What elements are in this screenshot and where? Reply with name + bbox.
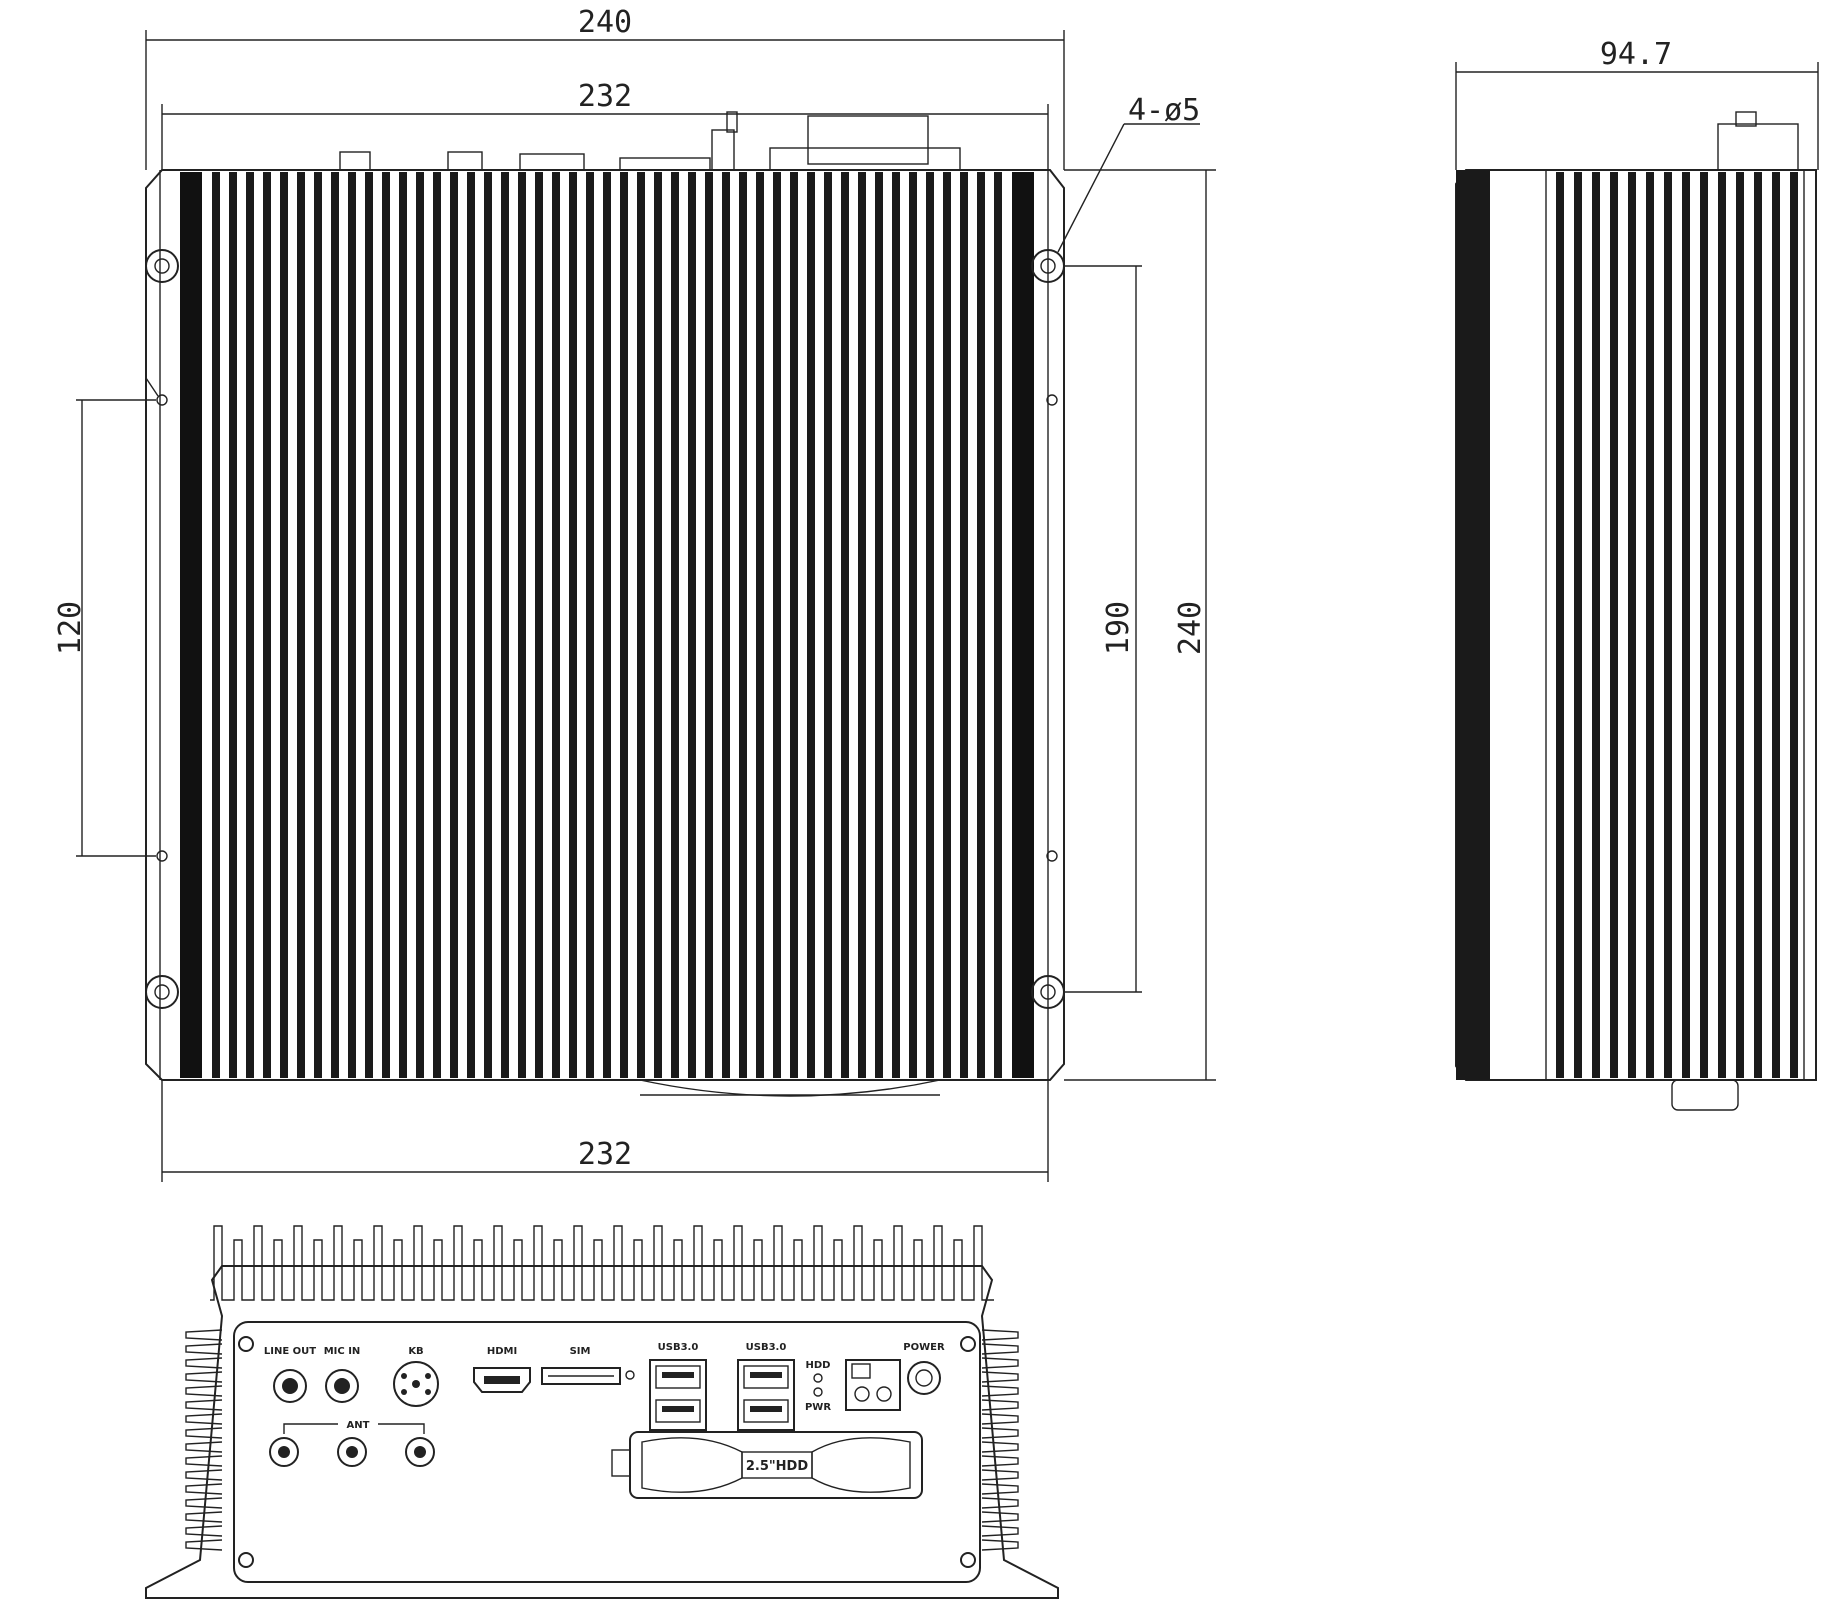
label-line-out: LINE OUT (264, 1346, 316, 1357)
label-kb: KB (408, 1346, 423, 1357)
mounting-hole (145, 249, 179, 283)
mic-in-jack (325, 1369, 359, 1403)
dim-bottom-width: 232 (578, 1137, 632, 1172)
front-view (145, 1225, 1059, 1599)
label-hdd-led: HDD (806, 1360, 831, 1371)
side-view (1455, 62, 1819, 1111)
front-view-housing (145, 1265, 1059, 1599)
label-usb-2: USB3.0 (746, 1342, 787, 1353)
dim-top-width-inner: 232 (578, 79, 632, 114)
front-panel (233, 1321, 981, 1583)
side-fins (1556, 172, 1798, 1078)
dim-right-hole-spacing: 190 (1101, 601, 1136, 655)
antenna-connector (337, 1437, 367, 1467)
front-left-fins (185, 1329, 223, 1551)
terminal-block (807, 115, 929, 165)
panel-screw (960, 1336, 976, 1352)
label-mic-in: MIC IN (324, 1346, 361, 1357)
dim-top-width-outer: 240 (578, 5, 632, 40)
dim-left-hole-spacing: 120 (53, 601, 88, 655)
heatsink-fins (180, 172, 1034, 1078)
power-button[interactable] (907, 1361, 941, 1395)
dimension-lines (76, 30, 1216, 1182)
label-sim: SIM (570, 1346, 591, 1357)
panel-screw (238, 1552, 254, 1568)
hdmi-port (473, 1367, 531, 1393)
dim-overall-height: 240 (1173, 601, 1208, 655)
label-ant: ANT (347, 1420, 370, 1431)
hdd-led (813, 1373, 823, 1383)
panel-screw (960, 1552, 976, 1568)
antenna-connector (711, 129, 735, 171)
sim-slot (541, 1367, 621, 1385)
line-out-jack (273, 1369, 307, 1403)
top-view (145, 111, 1065, 1097)
front-top-fins (210, 1225, 994, 1301)
side-fin-block (1456, 170, 1490, 1080)
front-right-fins (981, 1329, 1019, 1551)
usb3-port-stack-1 (649, 1359, 707, 1431)
pwr-led (813, 1387, 823, 1397)
kb-ps2-port (393, 1361, 439, 1407)
panel-screw (238, 1336, 254, 1352)
top-view-outline (145, 169, 1065, 1081)
antenna-connector (405, 1437, 435, 1467)
label-power: POWER (903, 1342, 945, 1353)
dc-terminal-block (845, 1359, 901, 1411)
bottom-bracket (639, 1079, 941, 1097)
dim-side-depth: 94.7 (1600, 37, 1672, 72)
mounting-hole (145, 975, 179, 1009)
label-hdd-bay: 2.5"HDD (746, 1459, 808, 1474)
usb3-port-stack-2 (737, 1359, 795, 1431)
dim-hole-spec: 4-ø5 (1128, 93, 1200, 128)
antenna-connector (269, 1437, 299, 1467)
label-hdmi: HDMI (487, 1346, 517, 1357)
label-pwr-led: PWR (805, 1402, 831, 1413)
label-usb-1: USB3.0 (658, 1342, 699, 1353)
hdd-bay[interactable] (611, 1431, 923, 1499)
